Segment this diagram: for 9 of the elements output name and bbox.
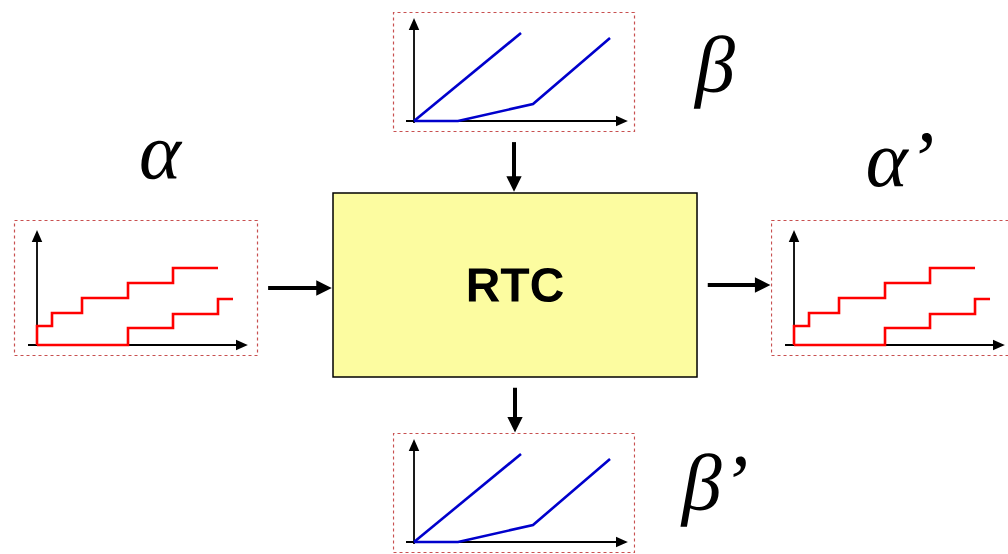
- symbol-label: β’: [680, 453, 746, 527]
- chart-panel: [392, 432, 636, 554]
- symbol-label: α: [141, 140, 183, 180]
- chart-panel: [392, 11, 636, 133]
- symbol-label: α’: [868, 133, 932, 187]
- chart-panel: [13, 219, 259, 357]
- symbol-label: β: [693, 35, 735, 109]
- chart-panel: [770, 219, 1008, 357]
- process-box: RTC: [332, 192, 698, 378]
